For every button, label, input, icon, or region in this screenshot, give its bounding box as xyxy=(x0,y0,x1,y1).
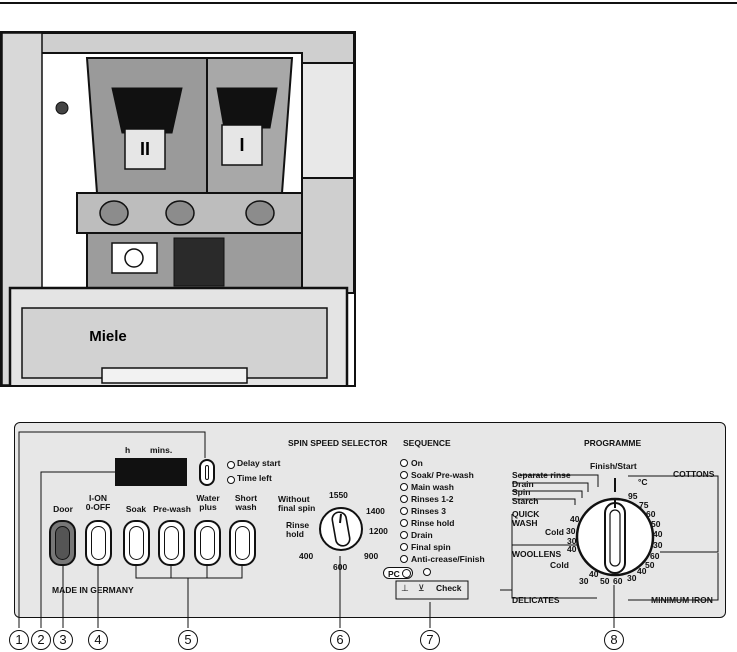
separate-rinse-label: Separate rinse xyxy=(512,470,571,480)
temp-right-1: 95 xyxy=(628,491,638,501)
cottons-label: COTTONS xyxy=(673,469,715,479)
time-left-label: Time left xyxy=(237,473,272,483)
temp-bottom-3: 40 xyxy=(637,566,647,576)
made-in-label: MADE IN GERMANY xyxy=(52,585,134,595)
on-off-button[interactable] xyxy=(85,520,112,566)
starch-label: Starch xyxy=(512,496,539,506)
temp-left-4: 30 xyxy=(567,536,577,546)
sequence-item-main-wash: Main wash xyxy=(400,482,454,492)
callout-8: 8 xyxy=(604,630,624,650)
temp-right-4: 50 xyxy=(651,519,661,529)
top-rule xyxy=(0,2,737,4)
pre-wash-button[interactable] xyxy=(158,520,185,566)
sequence-item-anti-crease-finish: Anti-crease/Finish xyxy=(400,554,485,564)
spin-1200-label: 1200 xyxy=(369,526,388,536)
sequence-item-rinses-1-2: Rinses 1-2 xyxy=(400,494,454,504)
temp-bottom-2: 30 xyxy=(627,573,637,583)
spin-1400-label: 1400 xyxy=(366,506,385,516)
sequence-item-drain: Drain xyxy=(400,530,433,540)
dispenser-drawer-illustration: II I Miele xyxy=(0,31,356,387)
temp-right-3: 60 xyxy=(646,509,656,519)
callout-6: 6 xyxy=(330,630,350,650)
temp-bottom-left-1: 30 xyxy=(579,576,589,586)
delay-start-indicator xyxy=(227,461,235,469)
display-minutes-label: mins. xyxy=(150,445,173,455)
check-label: Check xyxy=(436,583,462,593)
time-left-indicator xyxy=(227,476,235,484)
display-hours-label: h xyxy=(125,445,131,455)
soak-button[interactable] xyxy=(123,520,150,566)
rinse-hold-label: Rinse hold xyxy=(286,520,310,540)
time-display xyxy=(115,458,187,486)
door-label: Door xyxy=(53,504,73,514)
short-wash-label: Short wash xyxy=(234,493,258,513)
without-final-spin-label: Without final spin xyxy=(278,494,316,514)
time-select-button[interactable] xyxy=(199,459,215,486)
brand-logo: Miele xyxy=(89,328,127,345)
temp-right-7: 60 xyxy=(650,551,660,561)
sequence-title: SEQUENCE xyxy=(403,438,451,448)
sequence-item-rinses-3: Rinses 3 xyxy=(400,506,446,516)
delicates-label: DELICATES xyxy=(512,595,560,605)
spin-400-label: 400 xyxy=(299,551,314,561)
pre-wash-label: Pre-wash xyxy=(153,504,191,514)
finish-start-label: Finish/Start xyxy=(590,461,637,471)
temp-right-2: 75 xyxy=(639,500,649,510)
callout-2: 2 xyxy=(31,630,51,650)
minimum-iron-label: MINIMUM IRON xyxy=(651,595,713,605)
temp-right-8: 50 xyxy=(645,560,655,570)
sequence-item-final-spin: Final spin xyxy=(400,542,451,552)
temp-bottom-left-2: 40 xyxy=(589,569,599,579)
temp-left-3: 40 xyxy=(567,544,577,554)
sequence-item-soak-prewash: Soak/ Pre-wash xyxy=(400,470,474,480)
short-wash-button[interactable] xyxy=(229,520,256,566)
spin-900-label: 900 xyxy=(364,551,379,561)
woollens-label: WOOLLENS xyxy=(512,549,562,559)
tap-icon: ⊥ xyxy=(401,583,409,593)
spin-speed-knob[interactable] xyxy=(316,501,366,557)
on-off-label: I-ON 0-OFF xyxy=(85,493,111,513)
programme-title: PROGRAMME xyxy=(584,438,642,448)
temp-bottom-1: 60 xyxy=(613,576,623,586)
drain-icon: ⊻ xyxy=(418,583,425,593)
water-plus-button[interactable] xyxy=(194,520,221,566)
drain-label: Drain xyxy=(512,479,534,489)
degree-label: °C xyxy=(638,477,648,487)
woollens-cold-label: Cold xyxy=(550,560,569,570)
water-plus-label: Water plus xyxy=(196,493,220,513)
temp-bottom-left-3: 50 xyxy=(600,576,610,586)
temp-left-1: 40 xyxy=(570,514,580,524)
quick-wash-label: QUICK WASH xyxy=(512,509,540,529)
spin-label: Spin xyxy=(512,487,531,497)
dispenser-drawer-drawing: II I Miele xyxy=(2,33,354,385)
sequence-item-rinse-hold: Rinse hold xyxy=(400,518,454,528)
spin-1550-label: 1550 xyxy=(329,490,348,500)
pc-indicator: PC xyxy=(383,567,413,579)
callout-7: 7 xyxy=(420,630,440,650)
delay-start-label: Delay start xyxy=(237,458,281,468)
sequence-item-on: On xyxy=(400,458,423,468)
programme-dial[interactable] xyxy=(572,494,658,580)
door-button[interactable] xyxy=(49,520,76,566)
quick-wash-cold-label: Cold xyxy=(545,527,564,537)
programme-pointer xyxy=(614,478,616,492)
spin-speed-title: SPIN SPEED SELECTOR xyxy=(288,438,388,448)
callout-3: 3 xyxy=(53,630,73,650)
compartment-II-label: II xyxy=(140,139,150,159)
temp-left-2: 30 xyxy=(566,526,576,536)
compartment-I-label: I xyxy=(239,135,244,155)
callout-1: 1 xyxy=(9,630,29,650)
temp-right-5: 40 xyxy=(653,529,663,539)
pc-lamp xyxy=(423,568,431,576)
callout-5: 5 xyxy=(178,630,198,650)
spin-600-label: 600 xyxy=(333,562,348,572)
temp-right-6: 30 xyxy=(653,540,663,550)
soak-label: Soak xyxy=(125,504,147,514)
callout-4: 4 xyxy=(88,630,108,650)
